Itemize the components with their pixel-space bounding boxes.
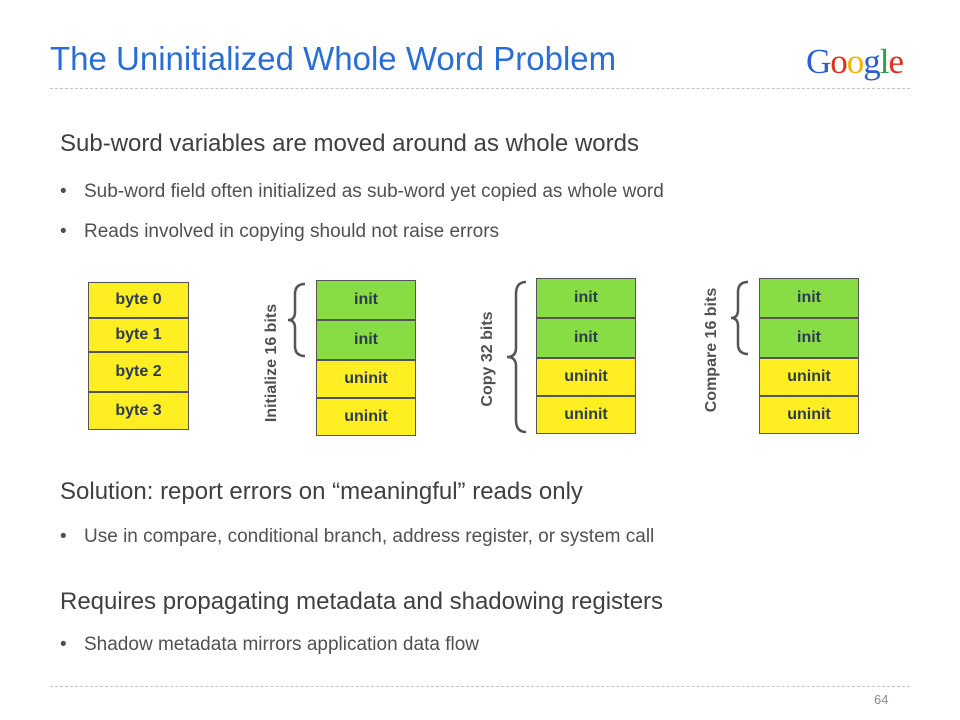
init-cell: init <box>759 278 859 318</box>
section-heading-3: Requires propagating metadata and shadow… <box>60 588 664 615</box>
google-logo: Google <box>806 42 905 82</box>
uninit-cell: uninit <box>316 398 416 436</box>
bullet-dot: • <box>60 181 67 202</box>
curly-brace-icon <box>287 282 306 358</box>
init-cell: init <box>759 318 859 358</box>
section-heading-1: Sub-word variables are moved around as w… <box>60 130 639 157</box>
uninit-cell: uninit <box>759 358 859 396</box>
group-label-initialize: Initialize 16 bits <box>263 303 280 423</box>
page-number: 64 <box>874 692 889 707</box>
bullet-2: • Reads involved in copying should not ra… <box>60 221 499 243</box>
logo-letter-o1: o <box>830 42 847 81</box>
logo-letter-g: G <box>806 42 831 81</box>
group-label-copy: Copy 32 bits <box>479 311 496 407</box>
bullet-text: Reads involved in copying should not rai… <box>84 221 500 242</box>
bullet-text: Shadow metadata mirrors application data… <box>84 634 479 655</box>
byte-cell: byte 1 <box>88 318 189 352</box>
bullet-3: • Use in compare, conditional branch, add… <box>60 526 654 548</box>
logo-letter-o2: o <box>846 42 864 81</box>
bullet-dot: • <box>60 221 67 242</box>
uninit-cell: uninit <box>316 360 416 398</box>
curly-brace-icon <box>506 280 527 434</box>
bullet-1: • Sub-word field often initialized as sub… <box>60 181 664 203</box>
uninit-cell: uninit <box>759 396 859 434</box>
logo-letter-g2: g <box>863 42 880 81</box>
slide-title: The Uninitialized Whole Word Problem <box>50 40 617 77</box>
init-cell: init <box>536 278 636 318</box>
group-label-compare: Compare 16 bits <box>703 287 720 413</box>
section-heading-2: Solution: report errors on “meaningful” … <box>60 478 583 505</box>
byte-cell: byte 2 <box>88 352 189 392</box>
init-cell: init <box>316 280 416 320</box>
bullet-text: Use in compare, conditional branch, addr… <box>84 526 655 547</box>
init-cell: init <box>316 320 416 360</box>
curly-brace-icon <box>730 280 749 356</box>
logo-letter-e: e <box>888 42 905 81</box>
bullet-4: • Shadow metadata mirrors application dat… <box>60 634 479 656</box>
bullet-dot: • <box>60 526 67 547</box>
bullet-dot: • <box>60 634 67 655</box>
init-cell: init <box>536 318 636 358</box>
bullet-text: Sub-word field often initialized as sub-… <box>84 181 664 202</box>
uninit-cell: uninit <box>536 396 636 434</box>
uninit-cell: uninit <box>536 358 636 396</box>
byte-cell: byte 3 <box>88 392 189 430</box>
byte-cell: byte 0 <box>88 282 189 318</box>
footer-divider <box>50 686 910 687</box>
logo-letter-l: l <box>879 42 890 81</box>
title-divider <box>50 88 910 89</box>
